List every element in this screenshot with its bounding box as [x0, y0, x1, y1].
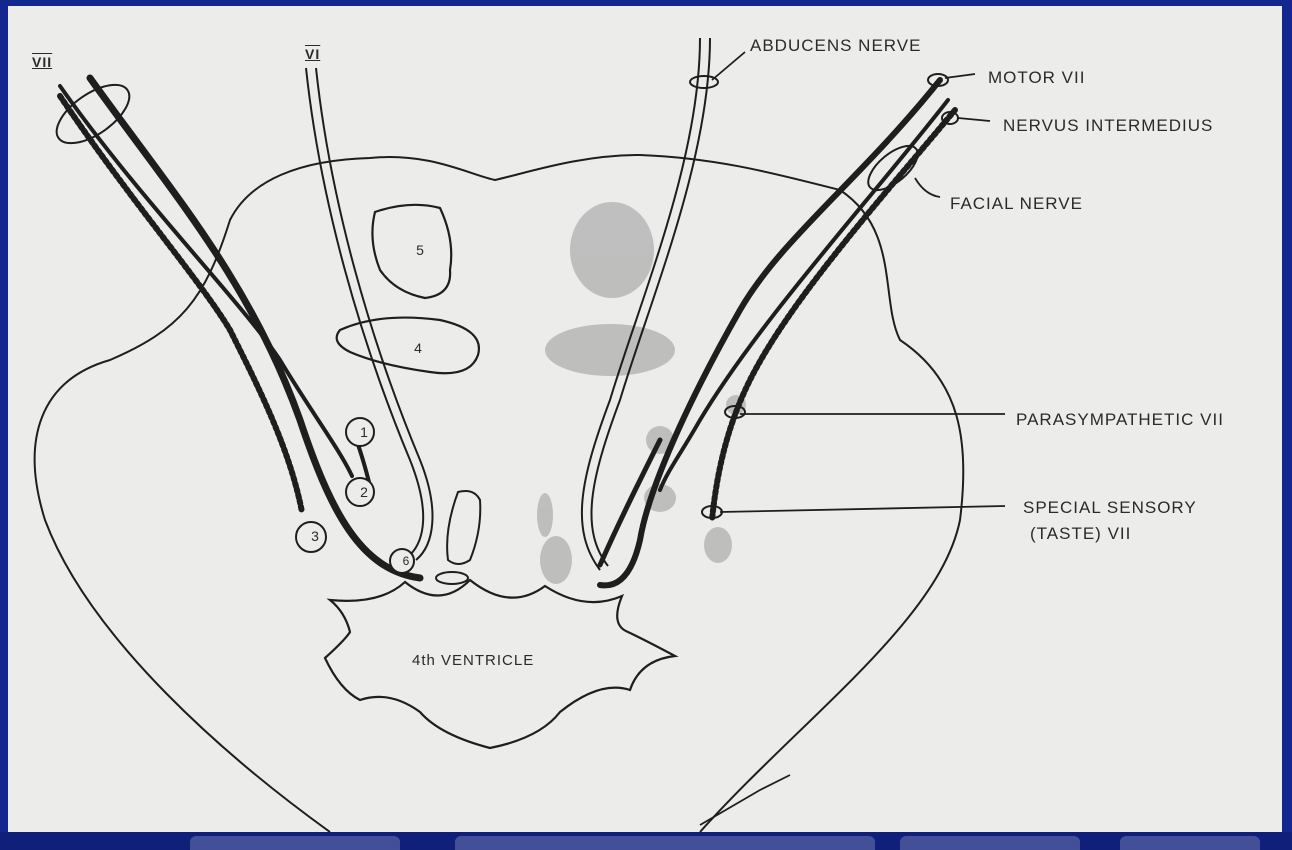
label-taste-vii: (TASTE) VII: [1030, 524, 1132, 543]
diagram-slide: VII VI ABDUCENS NERVE MOTOR VII NERVUS I…: [8, 6, 1282, 832]
number-6: 6: [402, 554, 410, 568]
nucleus-5: [371, 203, 453, 300]
label-nervus-intermedius: NERVUS INTERMEDIUS: [1003, 116, 1214, 135]
parasympathetic-ring: [724, 405, 746, 419]
small-oval: [435, 571, 469, 585]
stippled-nuclei: [537, 202, 746, 584]
number-2: 2: [360, 484, 368, 500]
leader-lines: [699, 51, 1006, 826]
caption-fragment: [1120, 836, 1260, 850]
right-facial-nerve: [597, 77, 958, 589]
label-special-sensory: SPECIAL SENSORY: [1023, 498, 1197, 517]
label-parasympathetic-vii: PARASYMPATHETIC VII: [1016, 410, 1224, 429]
right-abducens-nerve: [580, 37, 711, 571]
right-nerve-ring: [867, 144, 919, 192]
number-3: 3: [311, 528, 319, 544]
caption-fragment: [455, 836, 875, 850]
motor-ring: [927, 73, 949, 87]
brainstem-diagram: [33, 37, 1006, 832]
number-1: 1: [360, 424, 368, 440]
caption-fragment: [900, 836, 1080, 850]
label-vii-left: VII: [32, 54, 53, 70]
label-facial-nerve: FACIAL NERVE: [950, 194, 1083, 213]
nucleus-4: [335, 316, 481, 375]
label-abducens-nerve: ABDUCENS NERVE: [750, 36, 922, 55]
fourth-ventricle: [323, 578, 679, 750]
left-abducens-nerve: [305, 67, 434, 561]
pons-outline: [33, 153, 965, 832]
label-vi-left: VI: [305, 46, 321, 62]
left-nerve-ring: [55, 83, 131, 145]
label-motor-vii: MOTOR VII: [988, 68, 1086, 87]
number-5: 5: [416, 242, 424, 258]
abducens-ring: [689, 75, 719, 89]
bottom-caption-bar: [0, 832, 1292, 850]
medial-nucleus: [446, 490, 482, 565]
number-4: 4: [414, 340, 422, 356]
label-4th-ventricle: 4th VENTRICLE: [412, 652, 535, 669]
numbered-circles: [295, 417, 415, 574]
caption-fragment: [190, 836, 400, 850]
